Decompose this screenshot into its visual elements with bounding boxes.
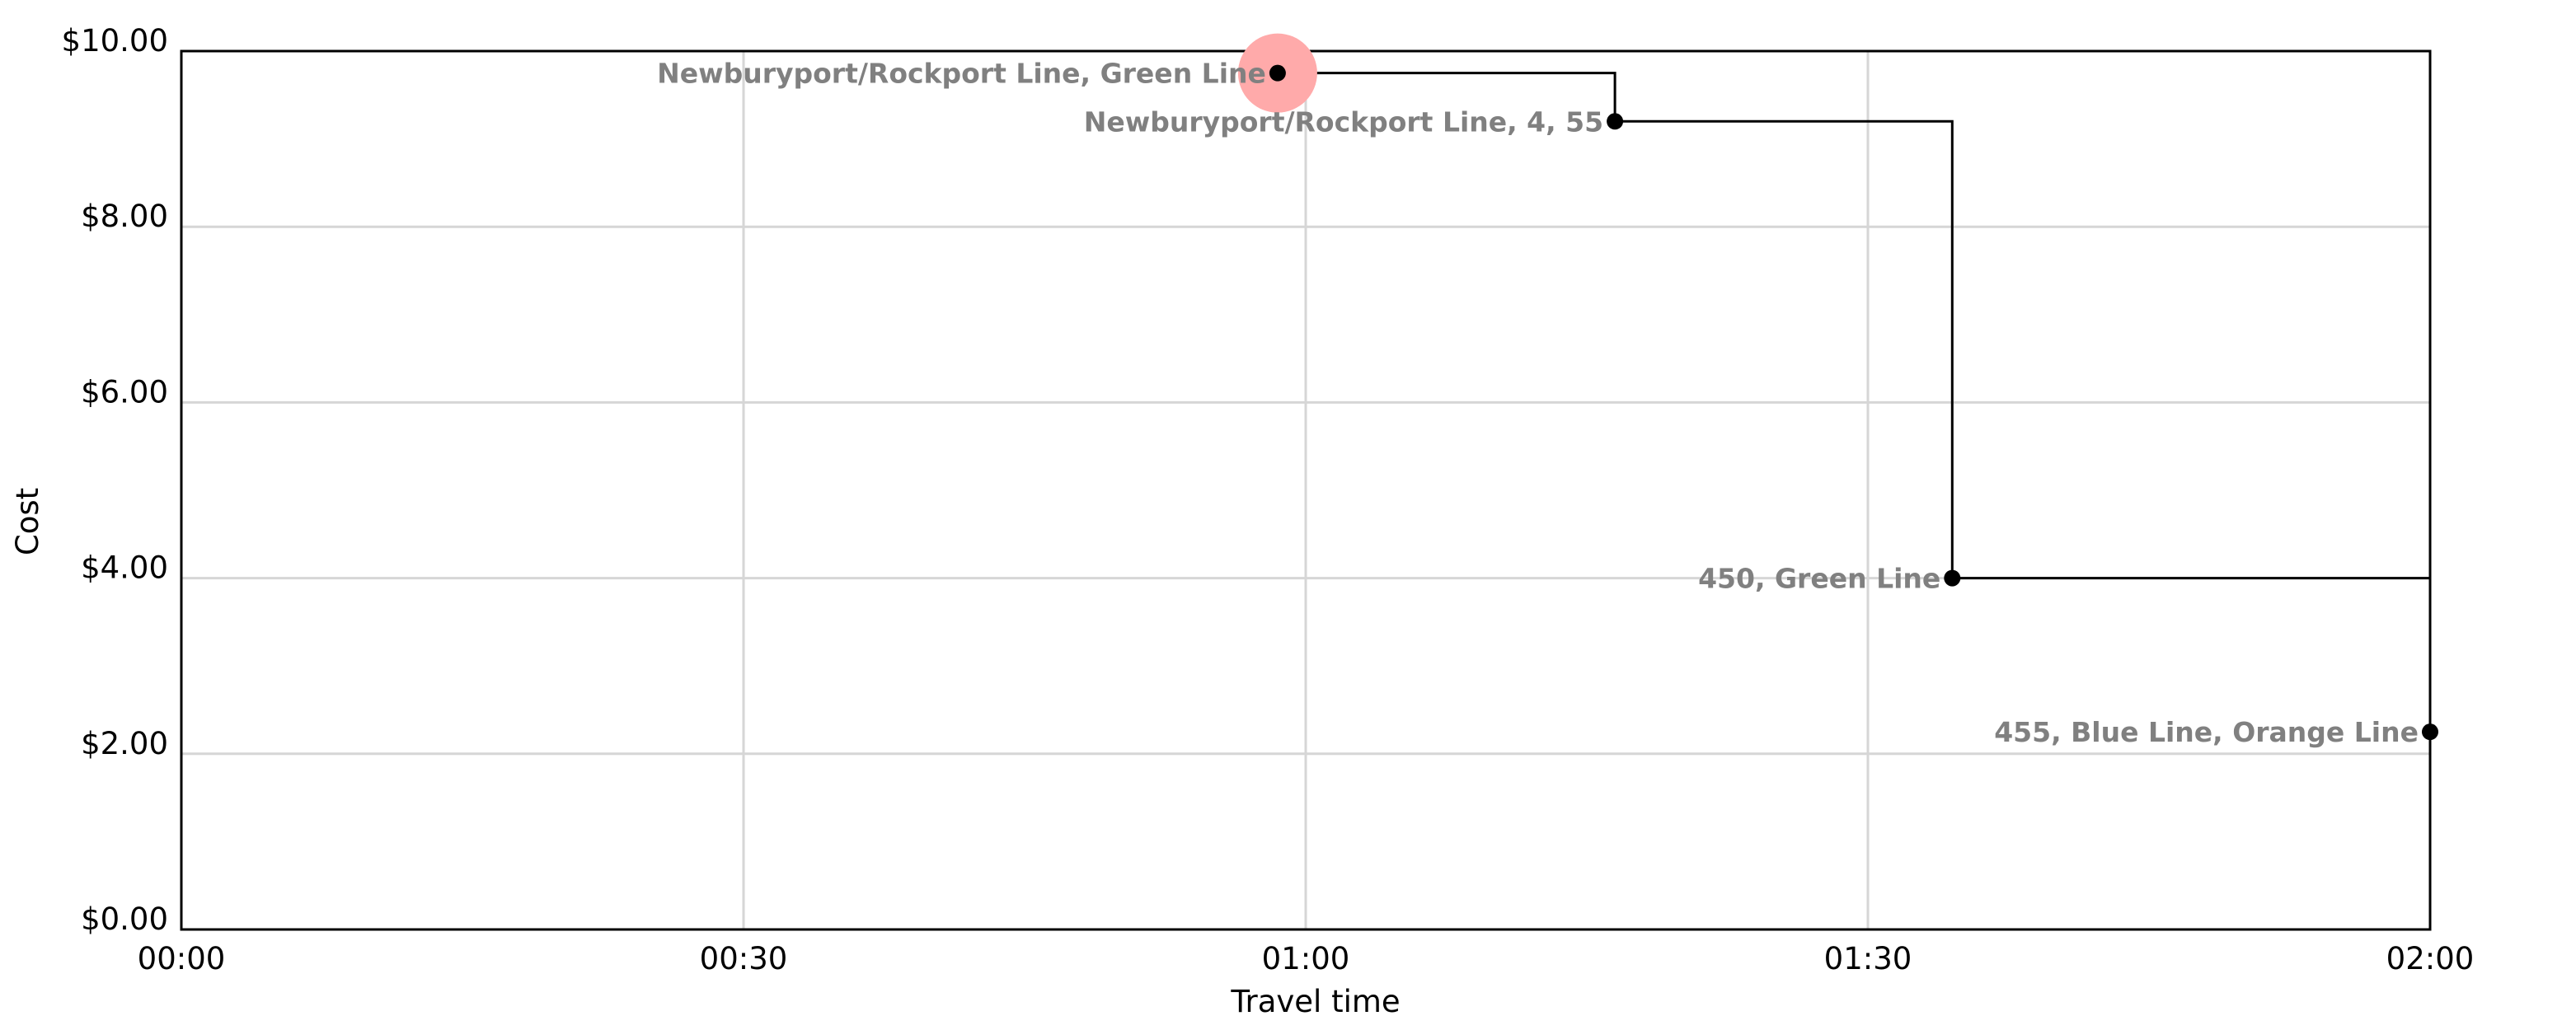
series-step-line: [1277, 72, 2432, 733]
x-tick-labels: 00:00 00:30 01:00 01:30 02:00: [138, 941, 2475, 976]
data-point[interactable]: [2422, 723, 2438, 741]
y-axis-title: Cost: [10, 488, 45, 555]
y-tick-label: $6.00: [81, 374, 168, 410]
y-tick-label: $0.00: [81, 901, 168, 937]
data-point[interactable]: [1944, 569, 1961, 587]
point-label: Newburyport/Rockport Line, Green Line: [657, 58, 1266, 90]
x-tick-label: 01:00: [1262, 941, 1350, 976]
data-point[interactable]: [1269, 64, 1286, 82]
x-tick-label: 00:00: [138, 941, 226, 976]
grid-lines: [180, 49, 2432, 931]
y-tick-label: $8.00: [81, 199, 168, 234]
x-tick-label: 02:00: [2386, 941, 2475, 976]
step-line-layer: [1277, 72, 2432, 733]
y-tick-label: $2.00: [81, 726, 168, 761]
data-point[interactable]: [1607, 113, 1624, 130]
y-tick-labels: $0.00 $2.00 $4.00 $6.00 $8.00 $10.00: [62, 23, 168, 937]
point-labels: Newburyport/Rockport Line, Green LineNew…: [657, 58, 2419, 749]
point-label: 455, Blue Line, Orange Line: [1994, 716, 2419, 748]
point-label: 450, Green Line: [1698, 563, 1940, 595]
data-points: [1269, 64, 2438, 741]
x-tick-label: 00:30: [700, 941, 788, 976]
y-tick-label: $4.00: [81, 550, 168, 586]
x-tick-label: 01:30: [1824, 941, 1912, 976]
x-axis-title: Travel time: [1230, 984, 1400, 1019]
y-tick-label: $10.00: [62, 23, 168, 59]
point-label: Newburyport/Rockport Line, 4, 55: [1084, 105, 1603, 138]
